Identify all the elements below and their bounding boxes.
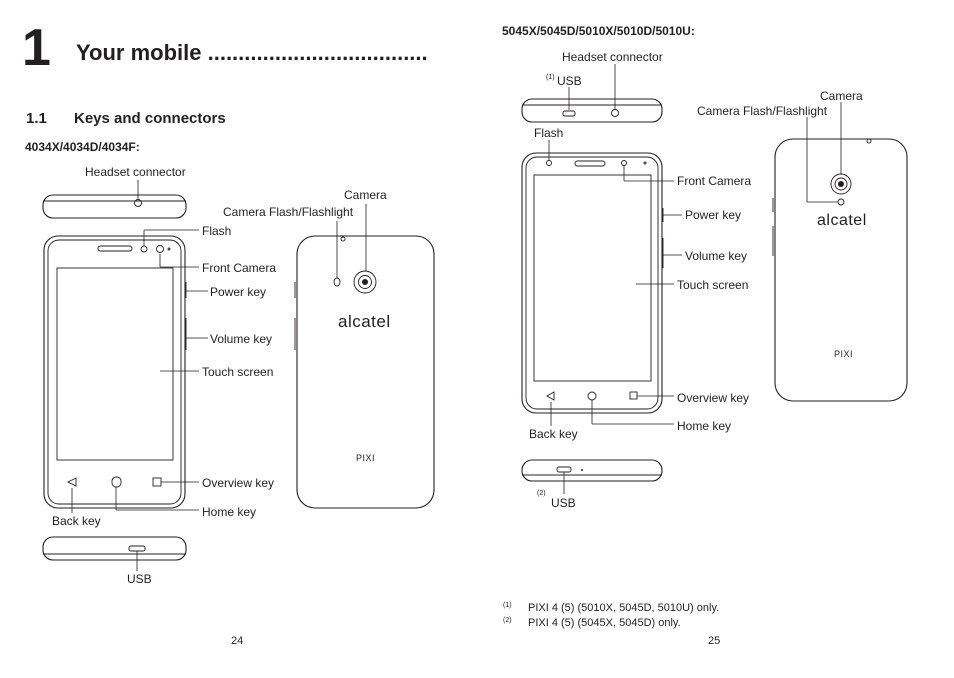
pixi-logo-right: PIXI — [834, 349, 854, 359]
footnote-1-text: PIXI 4 (5) (5010X, 5045D, 5010U) only. — [528, 602, 720, 614]
right-front-view — [521, 152, 664, 414]
footnote-2-text: PIXI 4 (5) (5045X, 5045D) only. — [528, 617, 681, 629]
label-back-key-right: Back key — [529, 427, 578, 441]
left-back-view — [294, 235, 435, 509]
page-number-left: 24 — [231, 635, 244, 647]
left-front-view — [43, 235, 187, 509]
label-home-key: Home key — [202, 505, 257, 519]
label-back-key: Back key — [52, 514, 101, 528]
right-bottom-edge-view — [521, 459, 663, 482]
label-usb-top: USB — [557, 74, 582, 88]
label-volume-key-right: Volume key — [685, 249, 748, 263]
label-overview-key: Overview key — [202, 476, 275, 490]
label-front-camera: Front Camera — [202, 261, 277, 275]
left-top-edge-view — [42, 194, 187, 219]
label-headset-connector-right: Headset connector — [562, 50, 663, 64]
chapter-title: Your mobile ............................… — [76, 40, 428, 65]
footnote-1-marker: (1) — [503, 602, 512, 609]
label-headset-connector: Headset connector — [85, 165, 186, 179]
right-back-view — [772, 138, 908, 402]
right-top-edge-view — [521, 98, 663, 123]
chapter-number: 1 — [22, 19, 51, 77]
footnote-2-marker: (2) — [503, 617, 512, 624]
usb-bottom-marker: (2) — [537, 490, 546, 497]
alcatel-logo: alcatel — [338, 312, 391, 331]
model-heading-right: 5045X/5045D/5010X/5010D/5010U: — [502, 24, 695, 38]
usb-top-marker: (1) — [546, 74, 555, 81]
label-usb-bottom: USB — [551, 496, 576, 510]
left-bottom-edge-view — [42, 536, 187, 561]
label-power-key: Power key — [210, 285, 267, 299]
label-flash-right: Flash — [534, 126, 564, 140]
label-camera: Camera — [344, 188, 387, 202]
label-power-key-right: Power key — [685, 208, 742, 222]
pixi-logo: PIXI — [356, 453, 376, 463]
label-camera-flash-right: Camera Flash/Flashlight — [697, 104, 828, 118]
section-number: 1.1 — [26, 110, 47, 127]
model-heading-left: 4034X/4034D/4034F: — [25, 140, 140, 154]
label-touch-screen: Touch screen — [202, 365, 274, 379]
label-home-key-right: Home key — [677, 419, 732, 433]
page-number-right: 25 — [708, 635, 721, 647]
label-camera-flash: Camera Flash/Flashlight — [223, 205, 354, 219]
right-leader-lines — [548, 64, 842, 494]
label-touch-screen-right: Touch screen — [677, 278, 749, 292]
label-volume-key: Volume key — [210, 332, 273, 346]
alcatel-logo-right: alcatel — [817, 212, 867, 229]
label-usb: USB — [127, 572, 152, 586]
left-leader-lines — [71, 180, 367, 571]
section-title: Keys and connectors — [74, 110, 226, 127]
label-camera-right: Camera — [820, 89, 863, 103]
label-flash: Flash — [202, 224, 232, 238]
label-front-camera-right: Front Camera — [677, 174, 752, 188]
label-overview-key-right: Overview key — [677, 391, 750, 405]
